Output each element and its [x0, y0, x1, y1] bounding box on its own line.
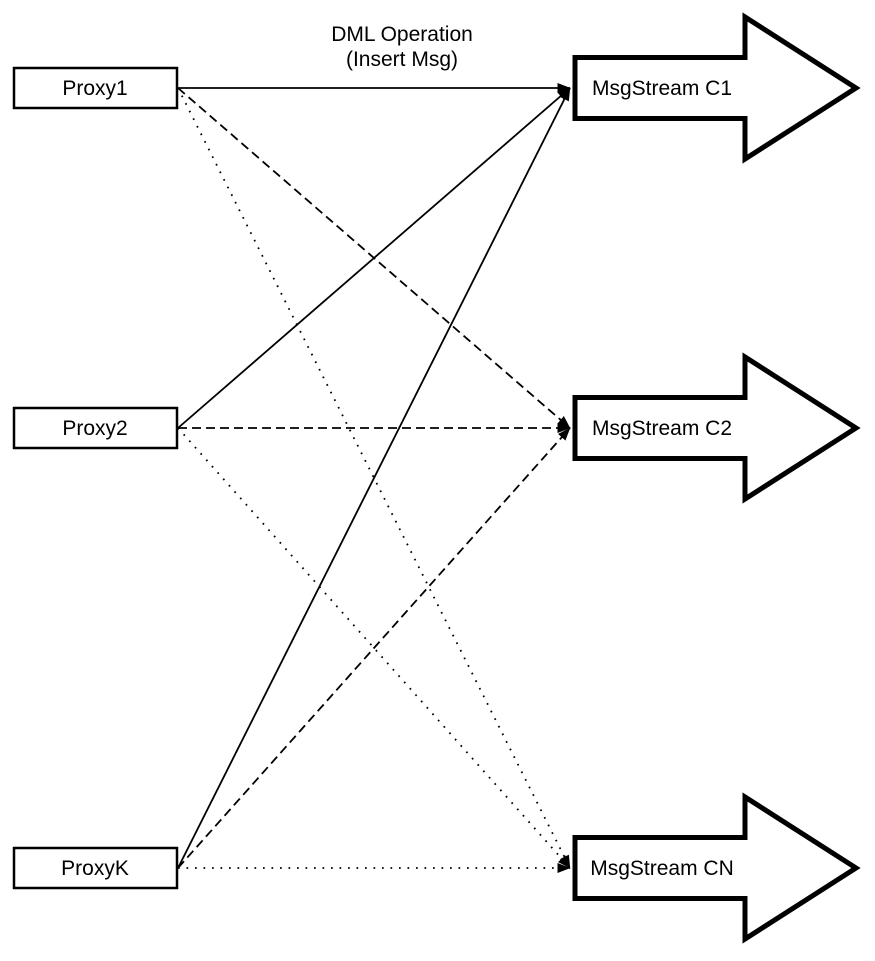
title-line-2: (Insert Msg): [346, 48, 458, 71]
msgstream-cn-node: MsgStream CN: [572, 792, 861, 944]
proxyk-node: ProxyK: [12, 846, 179, 890]
edge-proxyk-c1: [177, 87, 571, 869]
edge-proxy2-c1: [177, 87, 571, 429]
proxy1-box: [12, 66, 179, 110]
msgstream-c1-node: MsgStream C1: [572, 12, 861, 164]
msgstream-c2-node: MsgStream C2: [572, 352, 861, 504]
edges-layer: [177, 83, 571, 873]
edge-proxyk-c2: [177, 427, 571, 869]
msgstream-c2-label: MsgStream C2: [592, 417, 732, 440]
msgstream-c1-label: MsgStream C1: [592, 77, 732, 100]
proxy2-box: [12, 406, 179, 450]
msgstream-c2-arrow-shape: [572, 352, 861, 504]
title-line-1: DML Operation: [331, 23, 473, 46]
proxy2-node: Proxy2: [12, 406, 179, 450]
msgstream-cn-label: MsgStream CN: [590, 857, 734, 880]
msgstream-c1-arrow-shape: [572, 12, 861, 164]
proxy1-node: Proxy1: [12, 66, 179, 110]
edge-proxy1-cn: [177, 87, 571, 869]
proxyk-box: [12, 846, 179, 890]
proxy2-label: Proxy2: [62, 417, 127, 440]
proxyk-label: ProxyK: [61, 857, 129, 880]
proxy1-label: Proxy1: [62, 77, 127, 100]
msgstream-cn-arrow-shape: [572, 792, 861, 944]
diagram-title: DML Operation (Insert Msg): [331, 23, 473, 71]
